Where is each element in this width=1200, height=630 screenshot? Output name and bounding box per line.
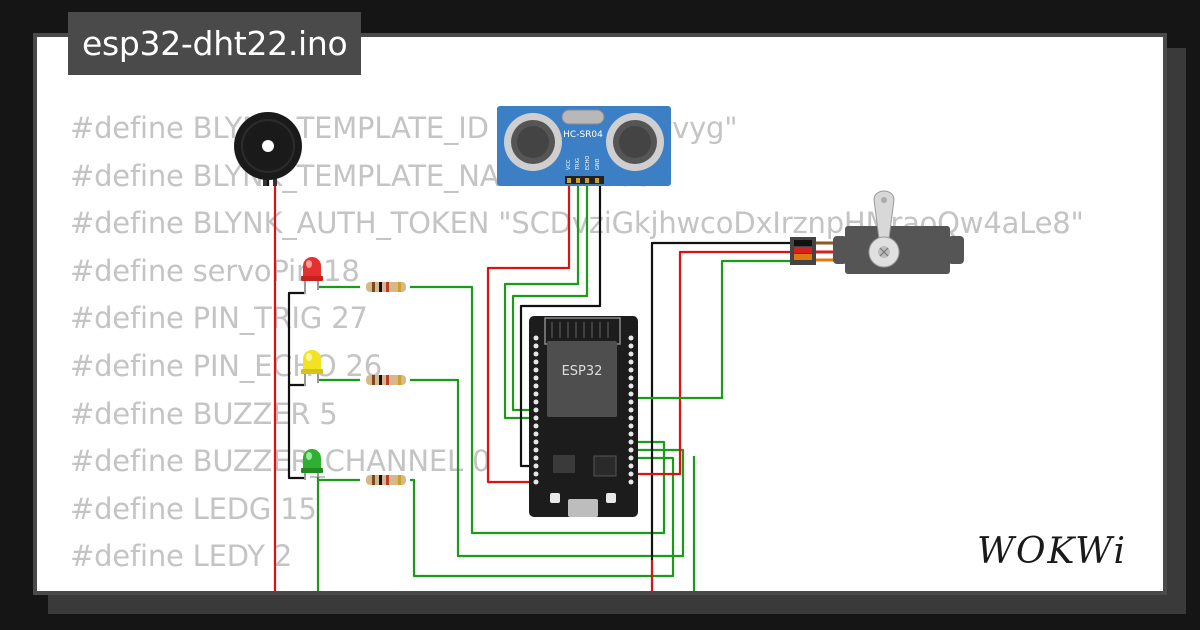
pin-header-left [533, 335, 539, 485]
wire-green[interactable] [634, 259, 790, 400]
pin-label: TRIG [575, 158, 581, 171]
pin-label: VCC [566, 159, 572, 170]
hc-sr04-sensor[interactable]: HC-SR04 VCC TRIG ECHO GND [497, 106, 671, 186]
pin-label: ECHO [585, 156, 591, 170]
pin-header-right [628, 335, 634, 485]
code-line: #define LEDG 15 [70, 491, 317, 526]
wire-black[interactable] [287, 291, 305, 480]
sensor-label: HC-SR04 [563, 130, 603, 140]
resistor[interactable] [366, 375, 406, 385]
logo-text: WOKWi [977, 531, 1127, 572]
boot-button[interactable] [550, 493, 560, 503]
regulator-icon [553, 455, 575, 473]
wire-green[interactable] [410, 378, 685, 558]
servo-motor[interactable] [790, 190, 964, 274]
code-line: #define servoPin 18 [70, 253, 360, 288]
reset-button[interactable] [606, 493, 616, 503]
code-line: #define BUZZER 5 [70, 396, 338, 431]
code-line: #define BLYNK_AUTH_TOKEN "SCDvziGkjhwcoD… [70, 206, 1084, 241]
pin-label: GND [595, 158, 601, 170]
wire-green[interactable] [503, 183, 580, 420]
esp32-board[interactable]: ESP32 [529, 316, 638, 517]
file-tab[interactable]: esp32-dht22.ino [68, 12, 362, 75]
wire-red[interactable] [486, 183, 571, 484]
code-line: #define LEDY 2 [70, 539, 293, 574]
code-line: #define PIN_TRIG 27 [70, 301, 368, 336]
code-line: #define BUZZER_CHANNEL 0 [70, 444, 491, 479]
wire-black[interactable] [650, 241, 790, 600]
led-green[interactable] [301, 449, 323, 480]
resistor[interactable] [366, 282, 406, 292]
code-line: #define LEDR 4 [70, 581, 1084, 591]
wire-green[interactable] [410, 456, 675, 578]
wire-black[interactable] [519, 183, 602, 468]
chip-label: ESP32 [562, 364, 603, 379]
wire-green[interactable] [511, 183, 589, 412]
buzzer[interactable] [234, 112, 302, 186]
led-yellow[interactable] [301, 350, 323, 386]
usb-chip-icon [593, 455, 617, 477]
wires [266, 180, 790, 600]
buzzer-hole-icon [262, 140, 274, 152]
usb-port-icon [568, 499, 598, 517]
wire-red[interactable] [634, 250, 790, 476]
wokwi-logo: WOKWi [977, 531, 1127, 572]
wire-green[interactable] [410, 285, 666, 535]
resistor[interactable] [366, 475, 406, 485]
led-red[interactable] [301, 257, 323, 294]
